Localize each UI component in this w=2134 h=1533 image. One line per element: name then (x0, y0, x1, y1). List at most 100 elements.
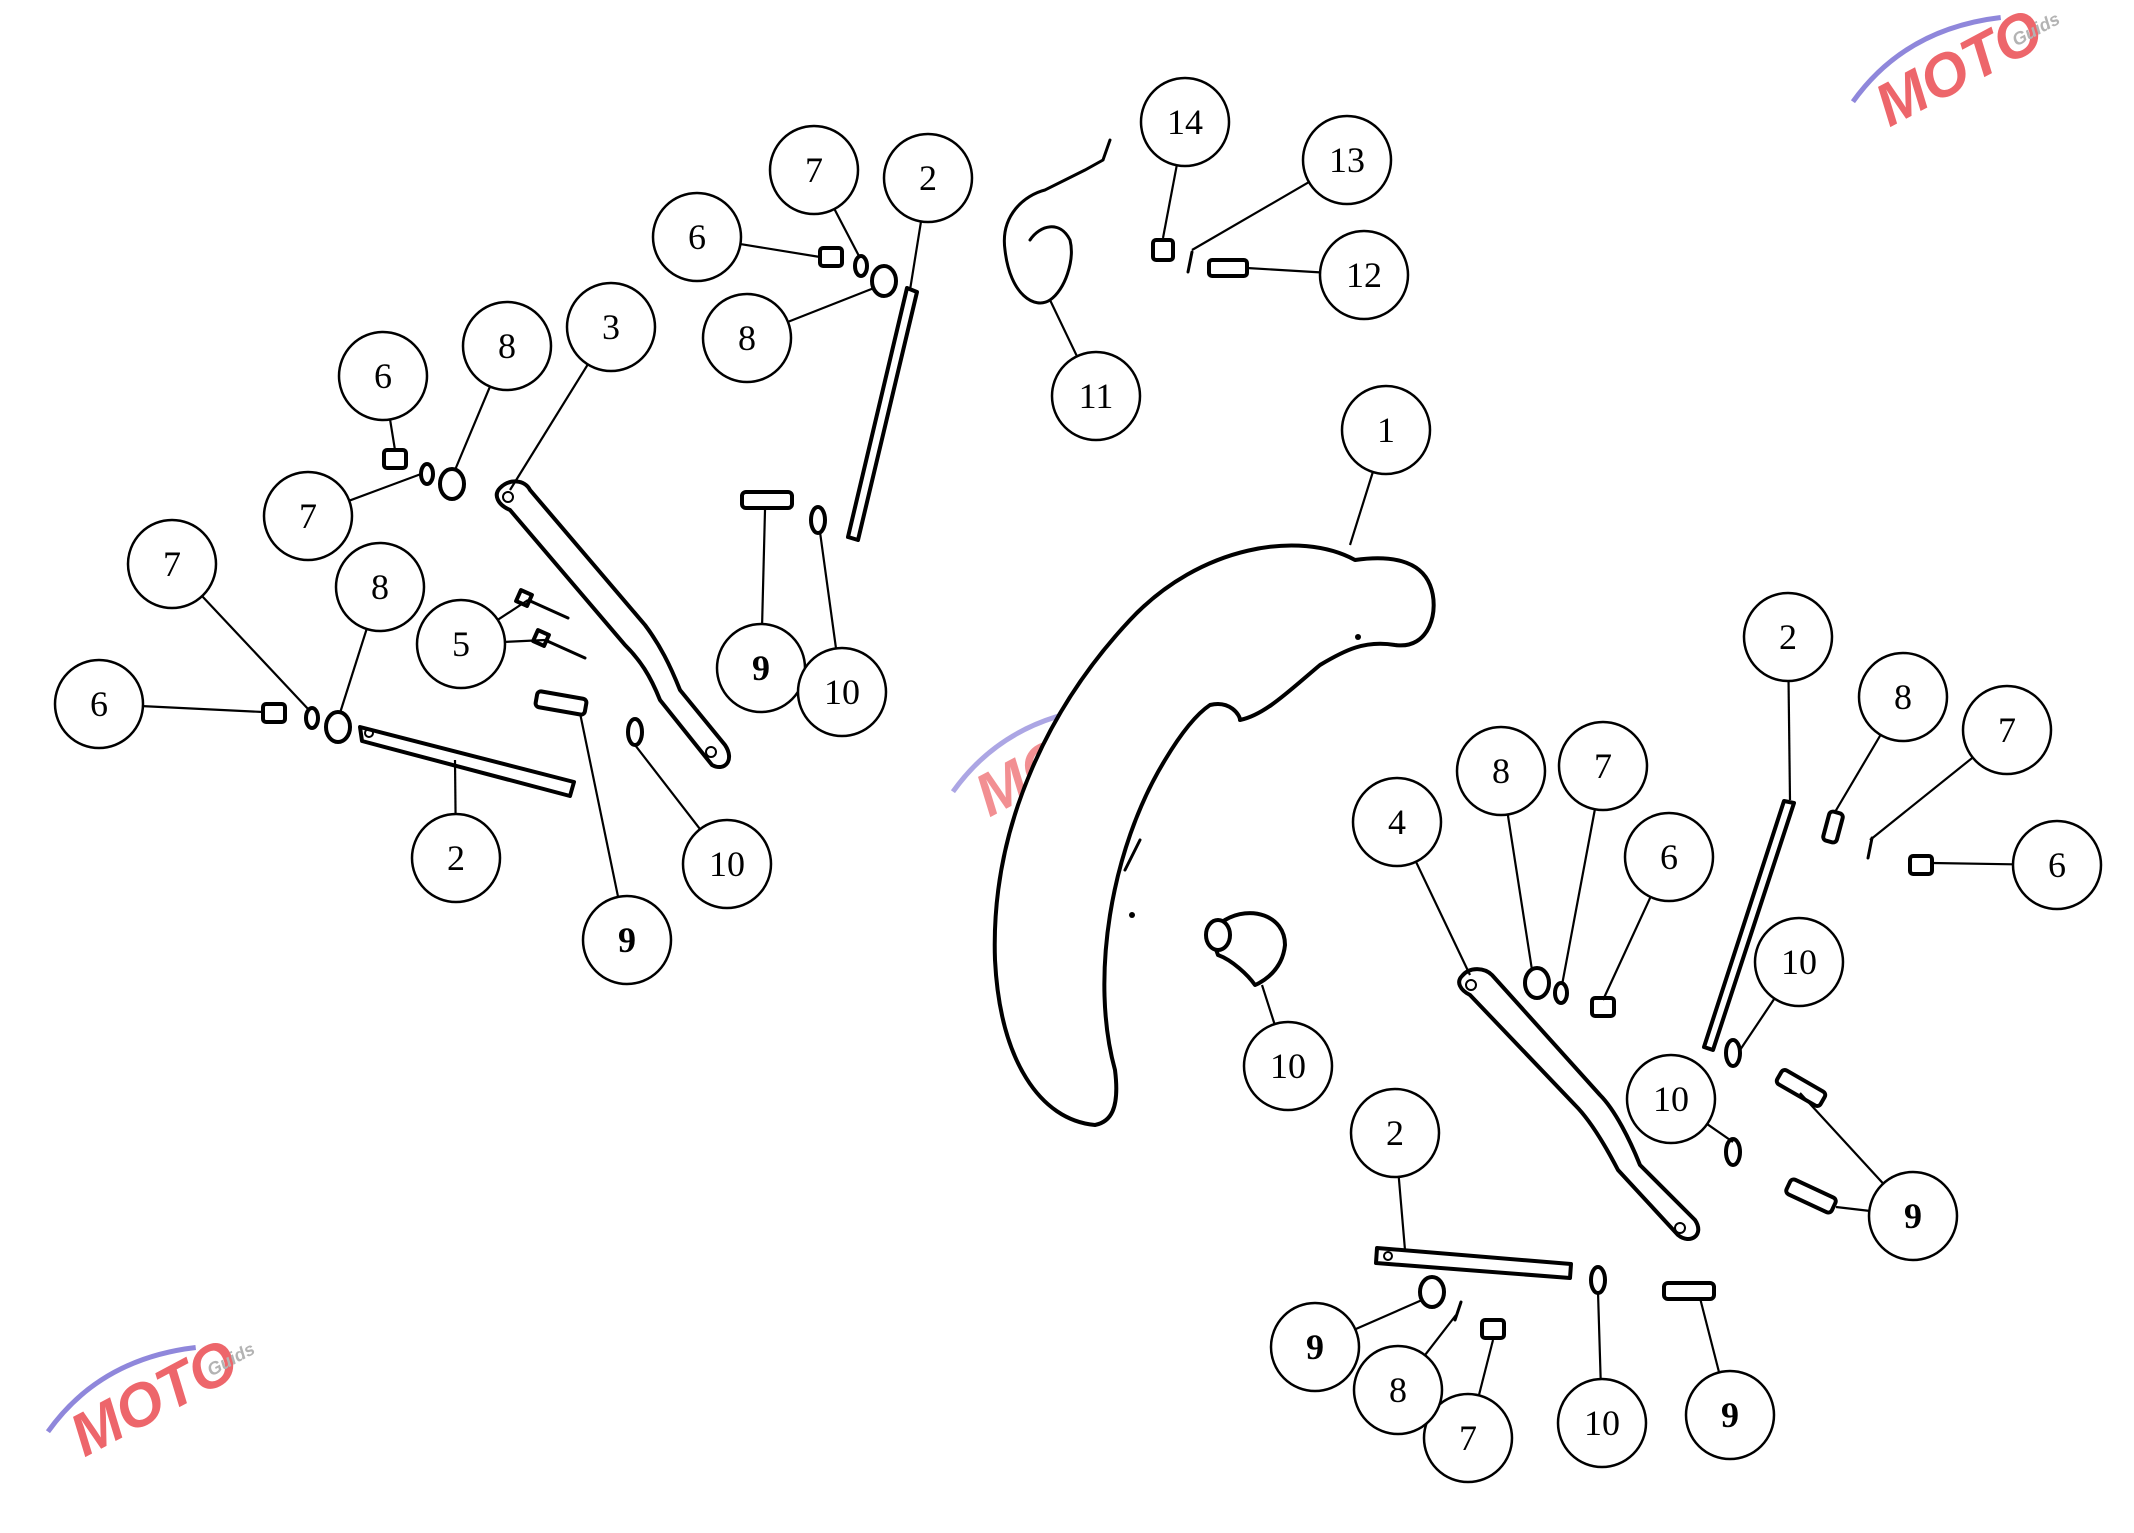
leader-line (509, 363, 589, 491)
leader-line (1739, 997, 1776, 1051)
callout-circle (1684, 1369, 1776, 1461)
leader-line (634, 744, 701, 830)
clip-part (626, 505, 1742, 1295)
leader-line (787, 286, 875, 323)
callout-circle (1242, 1020, 1334, 1112)
stay-part (1374, 1246, 1573, 1280)
part-callout-3: 3 (565, 281, 657, 373)
part-callout-2: 2 (882, 132, 974, 224)
nut-part (324, 264, 1845, 1309)
fender-hole (1129, 912, 1135, 918)
callout-circle (1557, 720, 1649, 812)
callout-label: 8 (1492, 751, 1510, 791)
part-callout-7: 7 (126, 518, 218, 610)
part-callout-10: 10 (1242, 1020, 1334, 1112)
fender-slot (1123, 838, 1142, 872)
callout-circle (126, 518, 218, 610)
leader-line (1348, 471, 1374, 546)
leader-line (1191, 181, 1310, 251)
stay-part (846, 286, 919, 542)
callout-circle (1556, 1377, 1648, 1469)
part-callout-10: 10 (681, 818, 773, 910)
callout-circle (1422, 1392, 1514, 1484)
callout-label: 8 (738, 318, 756, 358)
callout-label: 9 (752, 648, 770, 688)
callout-circle (1352, 1344, 1444, 1436)
callout-circle (796, 646, 888, 738)
part-callout-9: 9 (1684, 1369, 1776, 1461)
callout-label: 13 (1329, 140, 1365, 180)
callout-circle (410, 812, 502, 904)
part-callout-7: 7 (768, 124, 860, 216)
leader-line (1835, 1205, 1870, 1212)
wire-hook-part (1002, 138, 1112, 305)
callout-label: 7 (805, 150, 823, 190)
part-callout-6: 6 (1623, 811, 1715, 903)
callout-circle (461, 300, 553, 392)
callout-circle (1623, 811, 1715, 903)
bracket-part (494, 479, 732, 769)
leader-line (453, 386, 491, 471)
callout-circle (1301, 114, 1393, 206)
leader-line (1931, 861, 2014, 866)
callout-circle (1351, 776, 1443, 868)
stay-part (1702, 799, 1796, 1052)
leader-line (1414, 861, 1471, 976)
callout-label: 8 (1389, 1370, 1407, 1410)
leader-line (1397, 1176, 1407, 1251)
callout-label: 7 (1594, 746, 1612, 786)
bracket-part (1457, 967, 1701, 1241)
callout-label: 2 (1779, 617, 1797, 657)
callout-label: 2 (447, 838, 465, 878)
leader-line (1560, 809, 1596, 986)
part-callout-8: 8 (1352, 1344, 1444, 1436)
part-callout-6: 6 (2011, 819, 2103, 911)
callout-label: 2 (919, 158, 937, 198)
callout-circle (1753, 916, 1845, 1008)
leader-line (1246, 266, 1321, 274)
clamp-part (1204, 911, 1287, 987)
callout-circle (337, 330, 429, 422)
part-callout-9: 9 (581, 894, 673, 986)
callout-circle (1625, 1053, 1717, 1145)
part-callout-12: 12 (1318, 229, 1410, 321)
callout-label: 6 (2048, 845, 2066, 885)
part-callout-13: 13 (1301, 114, 1393, 206)
callout-label: 9 (1306, 1327, 1324, 1367)
callout-circle (1139, 76, 1231, 168)
callout-label: 8 (498, 326, 516, 366)
callout-label: 10 (709, 844, 745, 884)
part-callout-4: 4 (1351, 776, 1443, 868)
part-callout-10: 10 (1556, 1377, 1648, 1469)
callout-label: 6 (688, 217, 706, 257)
callout-label: 3 (602, 307, 620, 347)
leader-line (1602, 896, 1652, 1001)
callout-label: 2 (1386, 1113, 1404, 1153)
leader-line (1834, 734, 1882, 813)
leader-line (388, 419, 397, 451)
part-callout-10: 10 (1625, 1053, 1717, 1145)
leader-line (761, 509, 767, 625)
leader-line (201, 595, 310, 711)
part-callout-2: 2 (410, 812, 502, 904)
callout-circle (1318, 229, 1410, 321)
callout-circle (262, 470, 354, 562)
callout-label: 14 (1167, 102, 1203, 142)
part-callout-9: 9 (1867, 1170, 1959, 1262)
part-callout-8: 8 (1455, 725, 1547, 817)
washer-part (304, 254, 1874, 1322)
callout-label: 1 (1377, 410, 1395, 450)
leader-line (1869, 756, 1974, 841)
callout-label: 10 (824, 672, 860, 712)
callout-label: 6 (90, 684, 108, 724)
leader-line (1787, 680, 1792, 801)
part-callout-7: 7 (1422, 1392, 1514, 1484)
leader-line (497, 599, 529, 621)
callout-circle (1269, 1301, 1361, 1393)
nut-part (1151, 238, 1175, 262)
leader-line (142, 705, 264, 714)
callout-circle (681, 818, 773, 910)
callout-circle (1455, 725, 1547, 817)
leader-line (908, 221, 923, 291)
part-callout-8: 8 (461, 300, 553, 392)
